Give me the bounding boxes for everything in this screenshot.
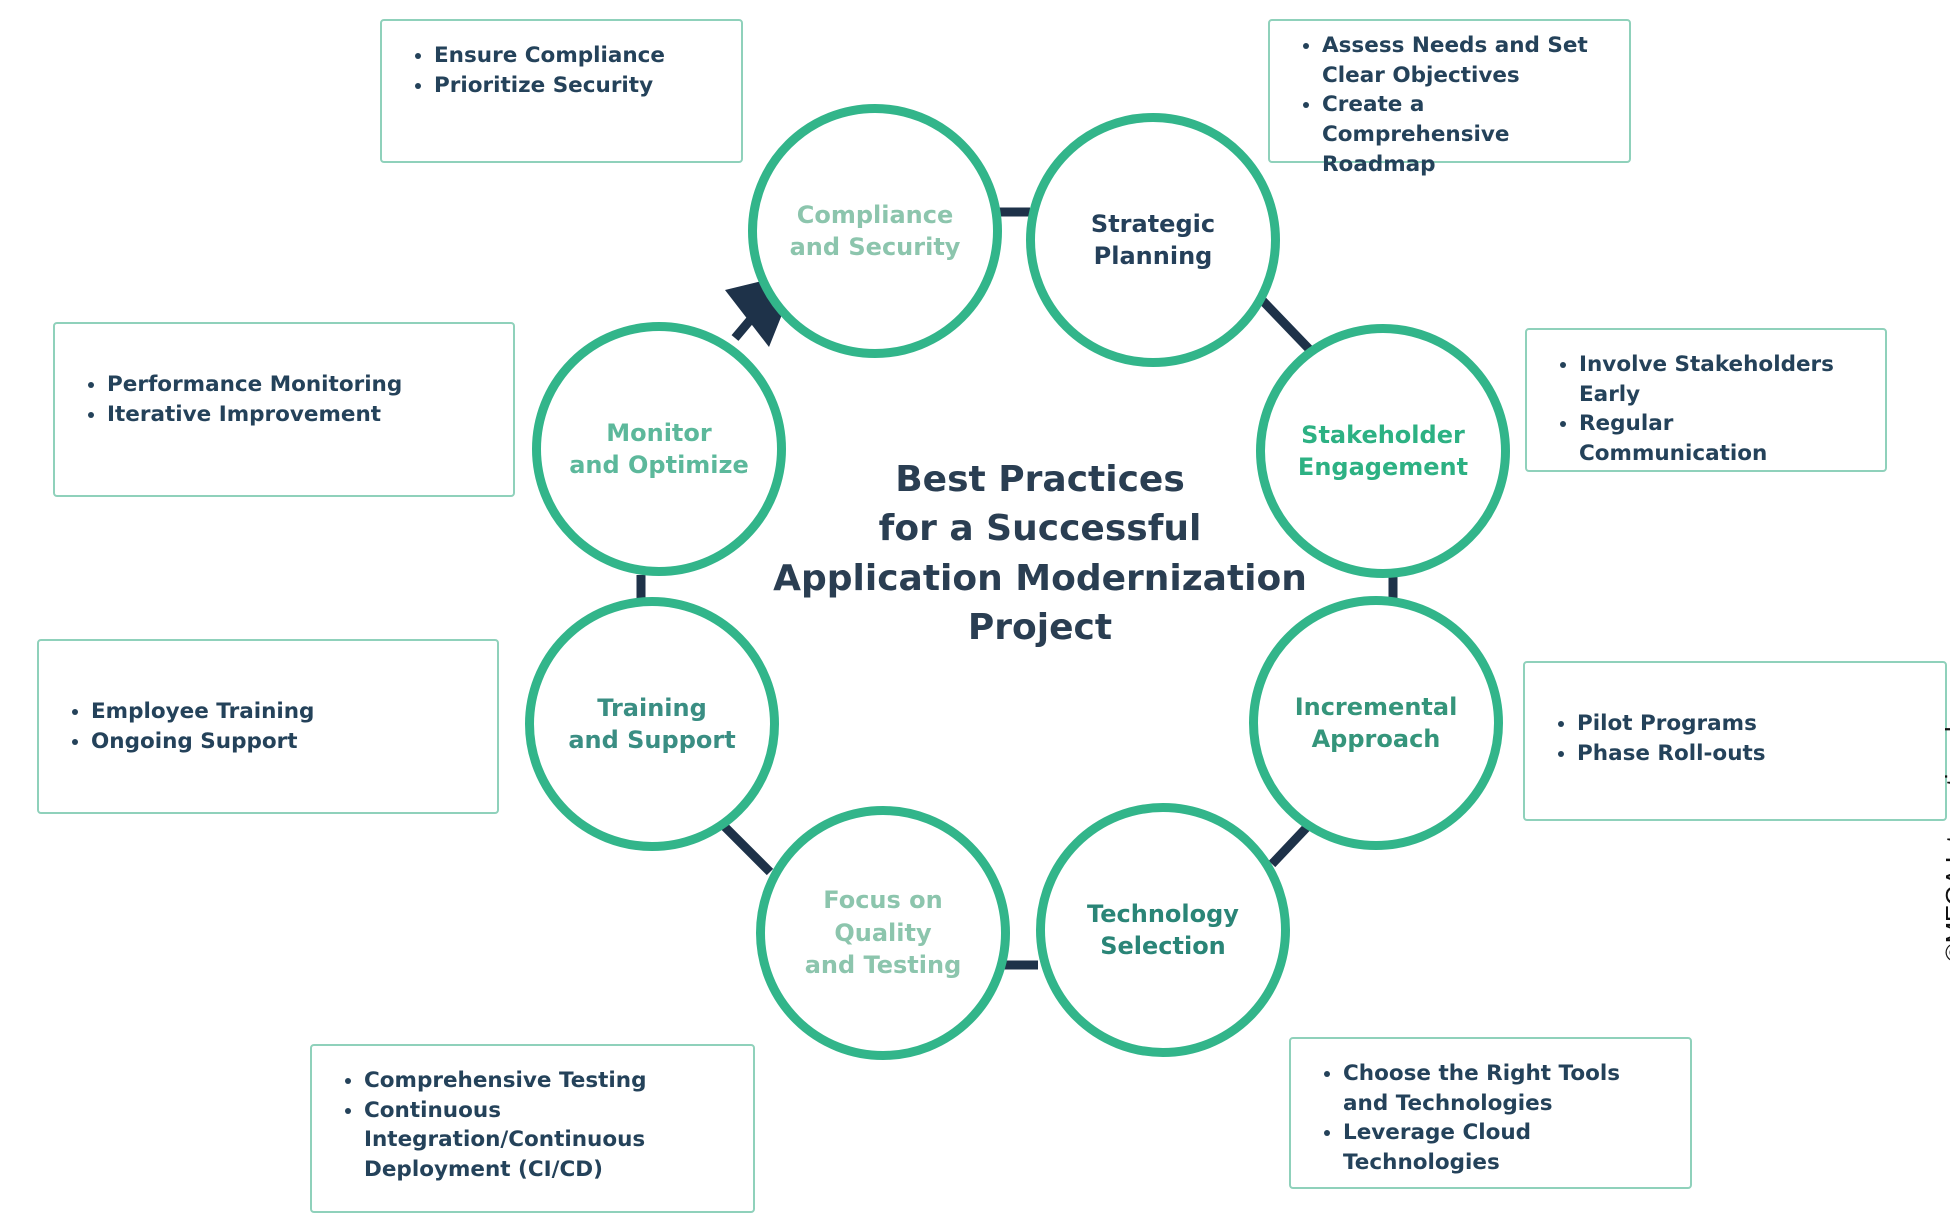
details-box-training: Employee Training Ongoing Support [37,639,499,814]
details-box-strategic: Assess Needs and Set Clear Objectives Cr… [1268,19,1631,177]
detail-item: Phase Roll-outs [1577,739,1921,769]
step-label: Technology Selection [1087,899,1239,960]
step-incremental-approach: Incremental Approach [1249,596,1503,850]
details-box-technology: Choose the Right Tools and Technologies … [1289,1037,1692,1189]
step-stakeholder-engagement: Stakeholder Engagement [1256,324,1510,578]
step-label: Focus on Quality and Testing [804,886,962,980]
step-label: Monitor and Optimize [569,418,749,479]
detail-item: Prioritize Security [434,71,717,101]
detail-item: Ensure Compliance [434,41,717,71]
step-training-and-support: Training and Support [525,597,779,851]
detail-item: Pilot Programs [1577,709,1921,739]
detail-item: Leverage Cloud Technologies [1343,1118,1666,1177]
step-label: Incremental Approach [1294,692,1458,753]
details-box-monitor: Performance Monitoring Iterative Improve… [53,322,515,497]
details-box-incremental: Pilot Programs Phase Roll-outs [1523,661,1947,821]
center-title: Best Practices for a Successful Applicat… [773,459,1307,648]
detail-item: Choose the Right Tools and Technologies [1343,1059,1666,1118]
detail-item: Regular Communication [1579,409,1861,468]
detail-item: Create a Comprehensive Roadmap [1322,90,1605,179]
step-label: Strategic Planning [1090,209,1216,270]
step-focus-on-quality-and-testing: Focus on Quality and Testing [756,806,1010,1060]
detail-item: Employee Training [91,697,473,727]
step-label: Stakeholder Engagement [1297,420,1469,481]
detail-item: Involve Stakeholders Early [1579,350,1861,409]
detail-item: Continuous Integration/Continuous Deploy… [364,1096,729,1185]
details-box-stakeholder: Involve Stakeholders Early Regular Commu… [1525,328,1887,472]
step-strategic-planning: Strategic Planning [1026,113,1280,367]
step-label: Training and Support [568,693,736,754]
connector-incremental-technology [1268,822,1312,868]
connector-strategic-stakeholder [1258,296,1314,354]
detail-item: Iterative Improvement [107,400,489,430]
copyright-notice: ©MEGA International [1940,726,1950,962]
step-technology-selection: Technology Selection [1036,803,1290,1057]
step-monitor-and-optimize: Monitor and Optimize [532,322,786,576]
detail-item: Performance Monitoring [107,370,489,400]
step-compliance-and-security: Compliance and Security [748,104,1002,358]
details-box-quality: Comprehensive Testing Continuous Integra… [310,1044,755,1213]
details-box-compliance: Ensure Compliance Prioritize Security [380,19,743,163]
connector-quality-training [720,822,774,876]
detail-item: Ongoing Support [91,727,473,757]
step-label: Compliance and Security [789,200,961,261]
detail-item: Comprehensive Testing [364,1066,729,1096]
detail-item: Assess Needs and Set Clear Objectives [1322,31,1605,90]
